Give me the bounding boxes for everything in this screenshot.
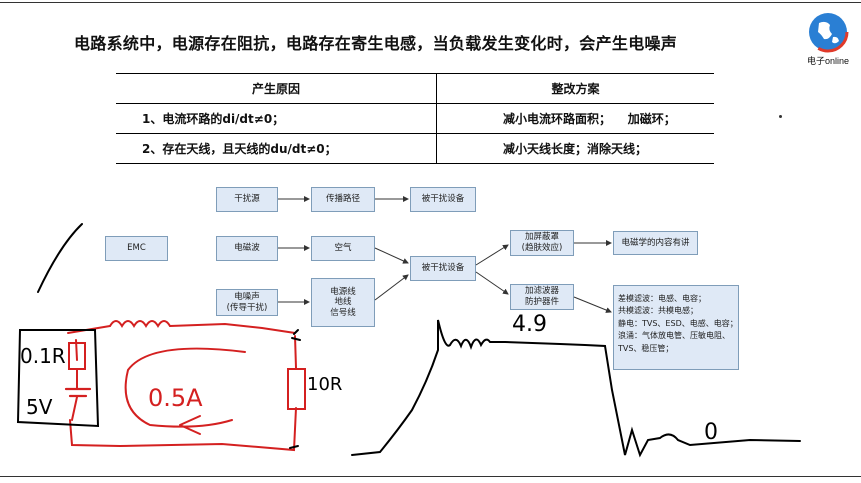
diagram-arrows — [278, 196, 612, 313]
header-cause: 产生原因 — [116, 73, 437, 104]
stray-dot — [779, 115, 782, 118]
node-mark — [291, 329, 301, 341]
note-line: 静电：TVS、ESD、电感、电容； — [618, 318, 738, 328]
victim-box: 被干扰设备 — [410, 187, 476, 212]
arrow — [573, 296, 612, 313]
source-box: 干扰源 — [216, 187, 278, 212]
wire — [71, 396, 78, 421]
arrow — [374, 247, 409, 264]
note-line: 浪涌：气体放电管、压敏电阻、 — [618, 331, 730, 341]
cause-solution-table: 产生原因 整改方案 1、电流环路的di/dt≠0； 减小电流环路面积； 加磁环；… — [116, 73, 714, 164]
filter-sublabel: 防护器件 — [524, 297, 559, 307]
filter-notes-box: 差模滤波：电感、电容； 共模滤波：共模电感； 静电：TVS、ESD、电感、电容；… — [613, 285, 739, 370]
em-note-box: 电磁学的内容有讲 — [613, 231, 698, 255]
filter-label: 加滤波器 — [524, 286, 559, 297]
ground-mark — [289, 445, 299, 449]
current-loop — [124, 347, 246, 428]
arrow — [475, 244, 509, 266]
table-header-row: 产生原因 整改方案 — [116, 73, 714, 104]
ground-line-label: 地线 — [334, 297, 352, 308]
note-line: 共模滤波：共模电感； — [618, 306, 698, 316]
shield-sublabel: (趋肤效应) — [521, 243, 563, 253]
battery-sketch — [64, 387, 92, 398]
hw-load-resistance: 10R — [307, 374, 343, 395]
hw-current: 0.5A — [148, 384, 203, 412]
resistor-load-sketch — [287, 368, 306, 410]
header-solution: 整改方案 — [436, 73, 714, 104]
air-box: 空气 — [311, 236, 375, 261]
cause-cell: 2、存在天线，且天线的du/dt≠0； — [116, 133, 437, 164]
em-wave-box: 电磁波 — [216, 236, 278, 261]
table-row: 1、电流环路的di/dt≠0； 减小电流环路面积； 加磁环； — [116, 103, 714, 134]
lines-box: 电源线 地线 信号线 — [311, 278, 375, 327]
signal-line-label: 信号线 — [330, 307, 356, 318]
noise-sublabel: (传导干扰) — [226, 302, 268, 313]
handwritten-ink — [16, 223, 801, 458]
cause-cell: 1、电流环路的di/dt≠0； — [116, 103, 437, 134]
solution-cell: 减小天线长度；消除天线； — [436, 133, 714, 164]
handwritten-circuit — [64, 320, 306, 452]
noise-box: 电噪声 (传导干扰) — [216, 289, 278, 316]
waveform-sketch — [351, 319, 801, 458]
note-line: 差模滤波：电感、电容； — [618, 294, 706, 303]
path-box: 传播路径 — [311, 187, 375, 212]
current-arrow — [179, 415, 201, 435]
stray-stroke — [37, 223, 83, 293]
table-row: 2、存在天线，且天线的du/dt≠0； 减小天线长度；消除天线； — [116, 133, 714, 164]
hw-voltage: 5V — [26, 395, 53, 419]
globe-icon — [807, 11, 849, 53]
top-divider — [0, 2, 861, 3]
wire — [169, 322, 296, 334]
logo-text: 电子online — [806, 56, 850, 66]
victim-box-2: 被干扰设备 — [410, 256, 476, 281]
noise-label: 电噪声 — [234, 291, 260, 302]
source-enclosure — [16, 329, 100, 428]
arrow — [475, 271, 509, 295]
solution-cell: 减小电流环路面积； 加磁环； — [436, 103, 714, 134]
filter-box: 加滤波器 防护器件 — [510, 284, 574, 310]
bottom-divider — [0, 476, 861, 477]
hw-low-value: 0 — [704, 420, 718, 445]
hw-small-resistance: 0.1R — [20, 344, 66, 368]
emc-box: EMC — [105, 236, 168, 261]
slide-title: 电路系统中，电源存在阻抗，电路存在寄生电感，当负载发生变化时，会产生电噪声 — [74, 34, 678, 53]
arrow — [374, 274, 409, 301]
shield-label: 加屏蔽罩 — [524, 232, 559, 243]
logo: 电子online — [802, 10, 854, 68]
power-line-label: 电源线 — [330, 286, 356, 297]
wire — [69, 407, 297, 452]
note-line: TVS、稳压管； — [618, 343, 674, 353]
inductor-sketch — [109, 320, 171, 328]
wire — [294, 335, 297, 369]
hw-peak-value: 4.9 — [512, 312, 547, 337]
shield-box: 加屏蔽罩 (趋肤效应) — [510, 230, 574, 256]
